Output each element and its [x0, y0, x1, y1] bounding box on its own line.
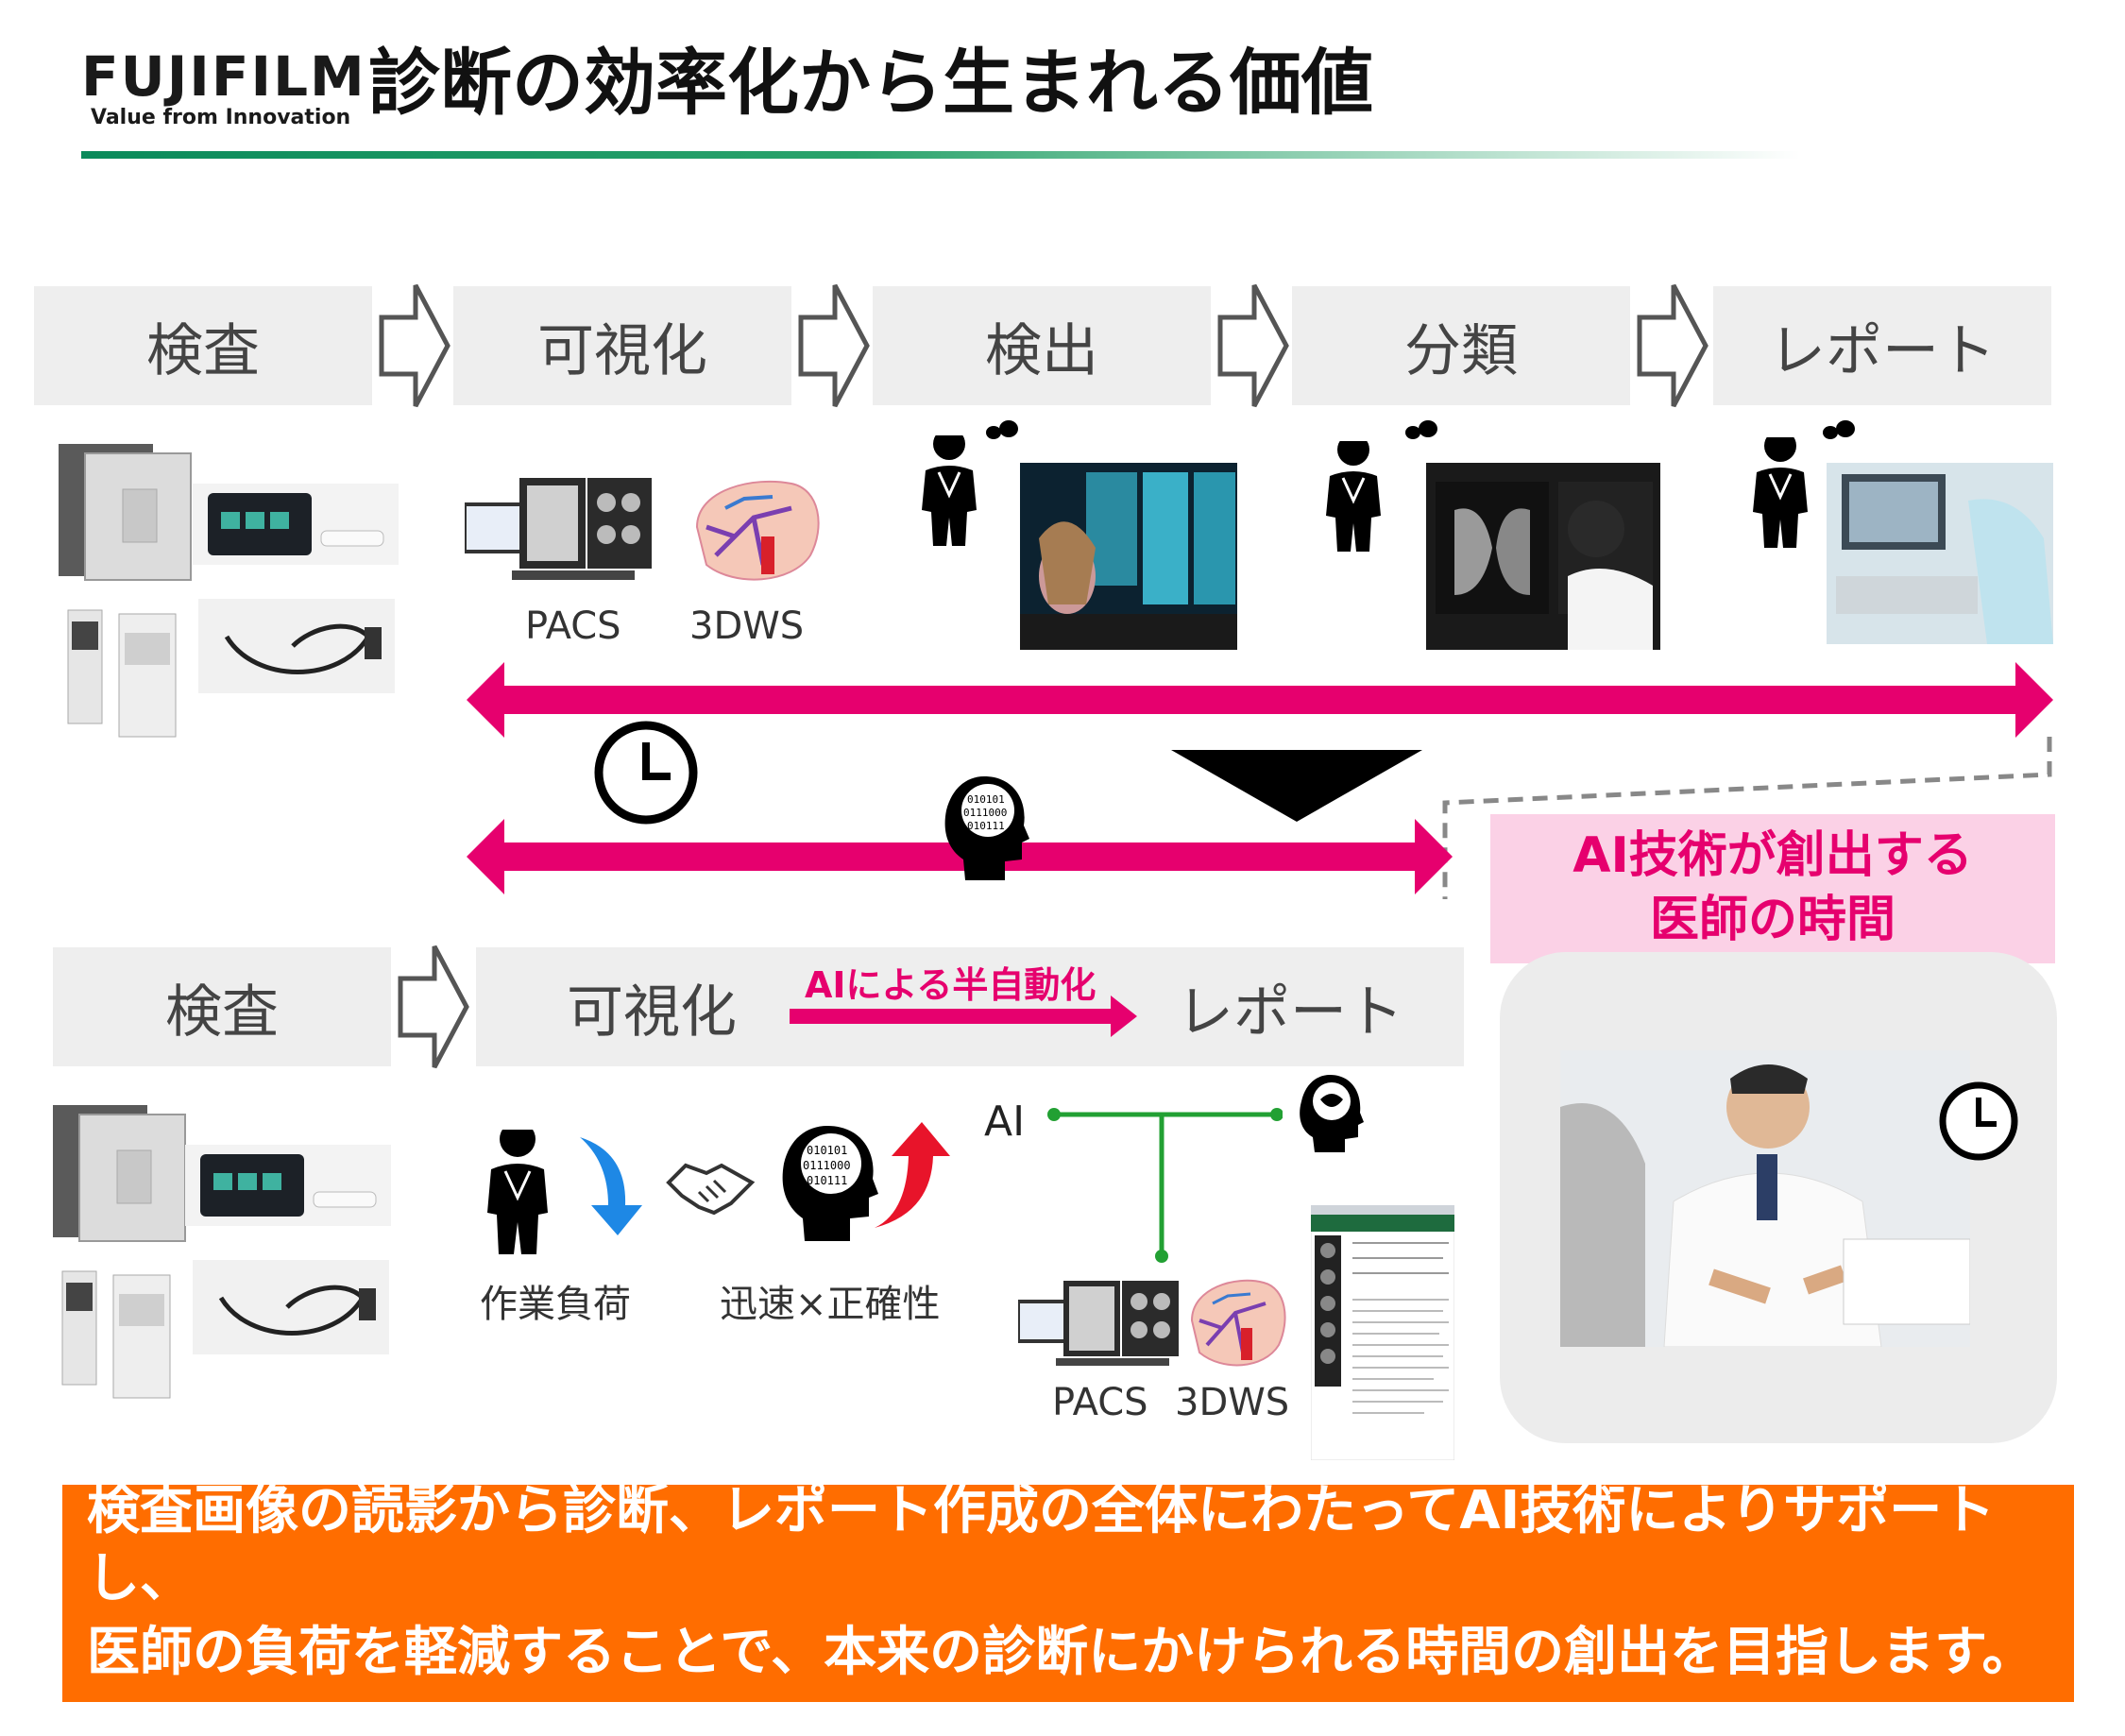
down-triangle-icon [1171, 750, 1422, 822]
flow-arrow-icon [379, 283, 450, 408]
ai-connector-tree [1047, 1108, 1283, 1263]
clock-icon [594, 721, 698, 825]
ai-head-icon: 010101 0111000 010111 [782, 1126, 878, 1241]
step-detection: 検出 [873, 286, 1211, 405]
pacs-monitor-image [1016, 1277, 1181, 1371]
page-title: 診断の効率化から生まれる価値 [368, 41, 1373, 125]
up-arrow-icon [875, 1122, 950, 1228]
automation-label: AIによる半自動化 [805, 964, 1096, 1006]
flow-arrow-icon [1217, 283, 1289, 408]
summary-line-1: 検査画像の読影から診断、レポート作成の全体にわたってAI技術によりサポート [87, 1485, 1996, 1541]
pacs-caption: PACS [525, 604, 621, 648]
automation-arrow [790, 996, 1137, 1037]
ai-step-report: レポート [1177, 979, 1403, 1046]
ai-step-visualization: 可視化 [567, 979, 737, 1046]
fujifilm-logo: FUJIFILM [81, 44, 366, 109]
doctor-icon [1326, 434, 1381, 552]
doctor-icon [922, 428, 977, 546]
callout-line2: 医師の時間 [1649, 892, 1896, 948]
handshake-icon [666, 1163, 756, 1216]
xray-detector-image [57, 442, 198, 584]
doctor-consultation-photo [1560, 1050, 1970, 1347]
xray-detector-image [51, 1103, 193, 1245]
ai-head-icon: 010101 0111000 010111 [944, 776, 1029, 880]
doctor-icon [1753, 430, 1808, 548]
svg-text:010101: 010101 [967, 793, 1005, 806]
clock-icon [1939, 1081, 2018, 1161]
pacs-monitor-image [463, 474, 654, 589]
thought-bubble-icon [986, 420, 1018, 439]
mammography-unit-image [62, 604, 195, 742]
svg-text:010111: 010111 [807, 1174, 847, 1187]
3dws-liver-image [678, 470, 829, 591]
step-inspection: 検査 [34, 286, 372, 405]
step-report: レポート [1713, 286, 2051, 405]
flow-arrow-icon [398, 945, 469, 1069]
summary-line-3: 医師の負荷を軽減することで、本来の診断にかけられる時間の創出を目指します。 [87, 1622, 2035, 1683]
3dws-caption: 3DWS [1175, 1381, 1290, 1424]
speed-accuracy-label: 迅速×正確性 [720, 1283, 941, 1326]
ultrasound-tablet-image [193, 484, 399, 565]
ai-workflow-band [476, 947, 1464, 1066]
ai-node-label: AI [984, 1098, 1026, 1146]
ai-step-inspection: 検査 [53, 947, 391, 1066]
svg-text:010101: 010101 [807, 1144, 847, 1157]
thought-bubble-icon [1405, 420, 1437, 439]
workload-label: 作業負荷 [480, 1283, 631, 1326]
svg-text:010111: 010111 [967, 820, 1005, 832]
mammography-unit-image [57, 1266, 189, 1404]
flow-arrow-icon [798, 283, 870, 408]
3dws-caption: 3DWS [689, 604, 805, 648]
step-visualization: 可視化 [453, 286, 791, 405]
summary-band: 検査画像の読影から診断、レポート作成の全体にわたってAI技術によりサポート し、… [62, 1485, 2074, 1702]
report-writing-photo [1827, 463, 2053, 644]
ai-head-icon [1300, 1075, 1364, 1152]
thought-bubble-icon [1823, 420, 1855, 439]
endoscope-image [193, 1260, 389, 1354]
report-document-image [1310, 1204, 1455, 1461]
ultrasound-tablet-image [185, 1145, 391, 1226]
svg-text:0111000: 0111000 [803, 1159, 851, 1172]
flow-arrow-icon [1637, 283, 1708, 408]
mammogram-review-photo [1426, 463, 1660, 650]
pacs-caption: PACS [1052, 1381, 1148, 1424]
step-classification: 分類 [1292, 286, 1630, 405]
svg-text:0111000: 0111000 [963, 807, 1007, 819]
down-arrow-icon [580, 1137, 642, 1235]
doctor-icon [487, 1121, 548, 1254]
radiologist-reading-photo [1020, 463, 1237, 650]
ai-time-callout: AI技術が創出する 医師の時間 [1490, 814, 2055, 963]
title-divider [81, 151, 1800, 159]
3dws-liver-image [1179, 1271, 1292, 1375]
logo-tagline: Value from Innovation [91, 106, 351, 129]
time-span-arrow-long [467, 662, 2053, 738]
endoscope-image [198, 599, 395, 693]
summary-line-2: し、 [87, 1548, 193, 1609]
callout-line1: AI技術が創出する [1572, 827, 1973, 885]
